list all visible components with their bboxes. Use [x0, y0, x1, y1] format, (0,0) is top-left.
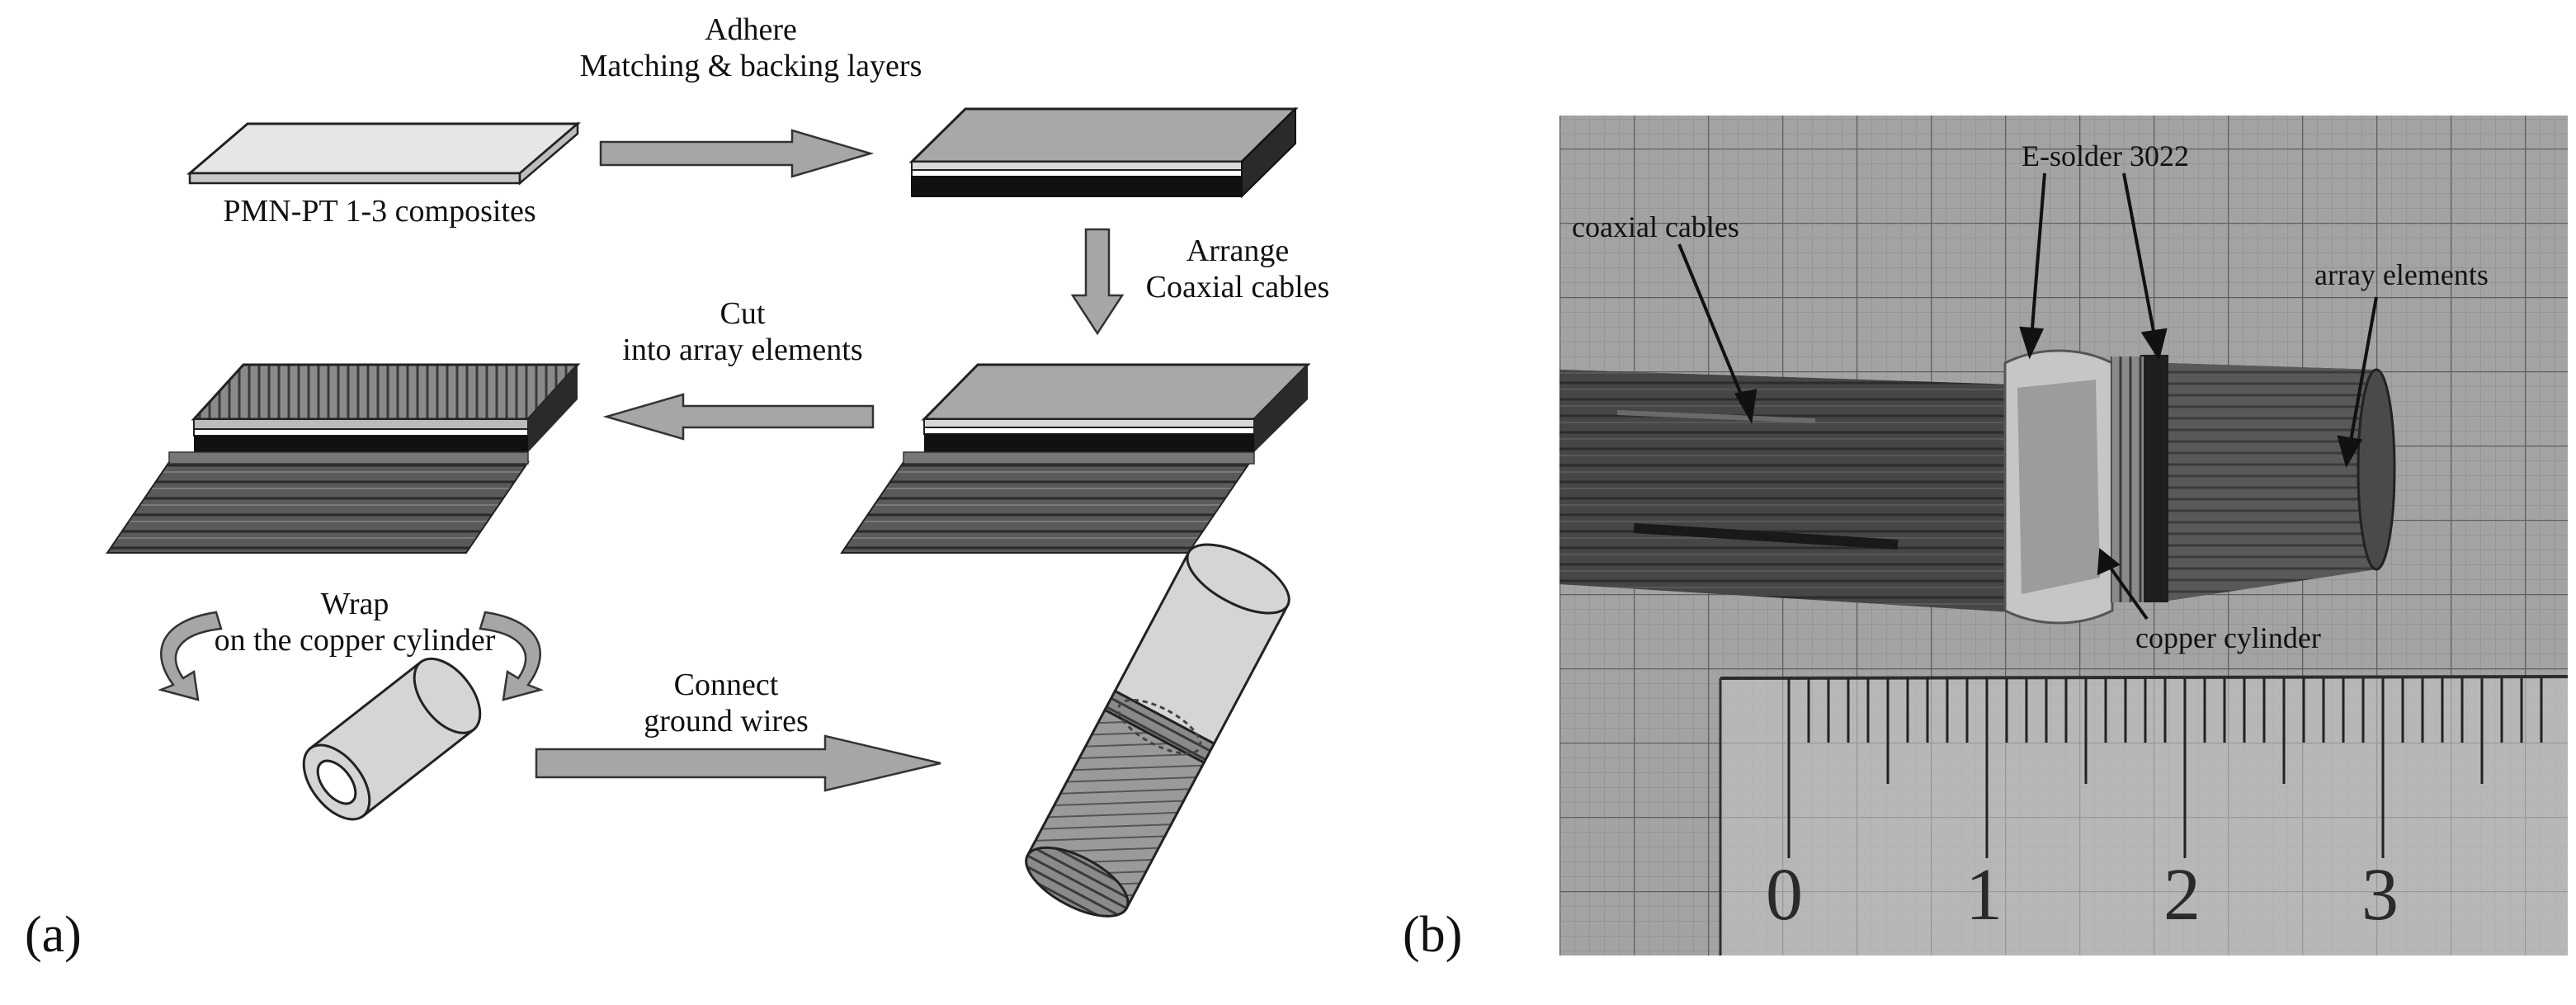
coaxial-cables-label: coaxial cables — [1572, 210, 1739, 243]
cut-label-line2: into array elements — [622, 333, 863, 367]
cut-label-line1: Cut — [719, 296, 766, 331]
adhere-label-line2: Matching & backing layers — [579, 49, 922, 83]
panel-b-label: (b) — [1403, 907, 1463, 963]
copper-cylinder-label: copper cylinder — [2135, 621, 2321, 654]
adhere-label: Adhere Matching & backing layers — [503, 12, 998, 84]
ruler-ticks — [1787, 678, 2543, 858]
connect-arrow — [535, 734, 941, 792]
connect-label: Connect ground wires — [602, 667, 850, 739]
panel-b-photo — [1559, 116, 2569, 955]
copper-cylinder — [302, 657, 482, 821]
cut-array — [106, 363, 581, 554]
final-assembly — [1025, 543, 1290, 918]
wrap-label-line2: on the copper cylinder — [214, 623, 496, 658]
annotation-pointers — [1677, 172, 2378, 620]
ruler — [1719, 675, 2569, 955]
ruler-tick-0: 0 — [1766, 854, 1803, 936]
composite-plate — [186, 121, 582, 186]
adhere-arrow — [599, 129, 875, 178]
wrap-arrow-left — [158, 611, 223, 701]
arrange-arrow — [1070, 228, 1125, 336]
layered-stack — [908, 106, 1299, 199]
ruler-tick-2: 2 — [2163, 854, 2201, 936]
composite-label: PMN-PT 1-3 composites — [223, 194, 536, 229]
arrange-label-line1: Arrange — [1186, 234, 1290, 268]
connect-label-line1: Connect — [673, 668, 779, 702]
stack-with-cables — [840, 363, 1311, 554]
arrange-label-line2: Coaxial cables — [1145, 270, 1330, 304]
cut-arrow — [602, 393, 875, 441]
arrange-label: Arrange Coaxial cables — [1122, 233, 1353, 305]
adhere-label-line1: Adhere — [705, 12, 797, 47]
wrap-label-line1: Wrap — [320, 587, 389, 621]
ruler-tick-1: 1 — [1965, 854, 2003, 936]
wrap-arrow-right — [479, 611, 544, 701]
cut-label: Cut into array elements — [578, 295, 908, 368]
wrap-label: Wrap on the copper cylinder — [190, 586, 520, 658]
ruler-tick-3: 3 — [2361, 854, 2399, 936]
panel-a — [106, 106, 1311, 918]
e-solder-label: E-solder 3022 — [2022, 139, 2189, 172]
panel-a-label: (a) — [25, 907, 82, 963]
transducer-body — [1559, 349, 2396, 625]
connect-label-line2: ground wires — [644, 704, 809, 738]
array-elements-label: array elements — [2314, 258, 2489, 291]
